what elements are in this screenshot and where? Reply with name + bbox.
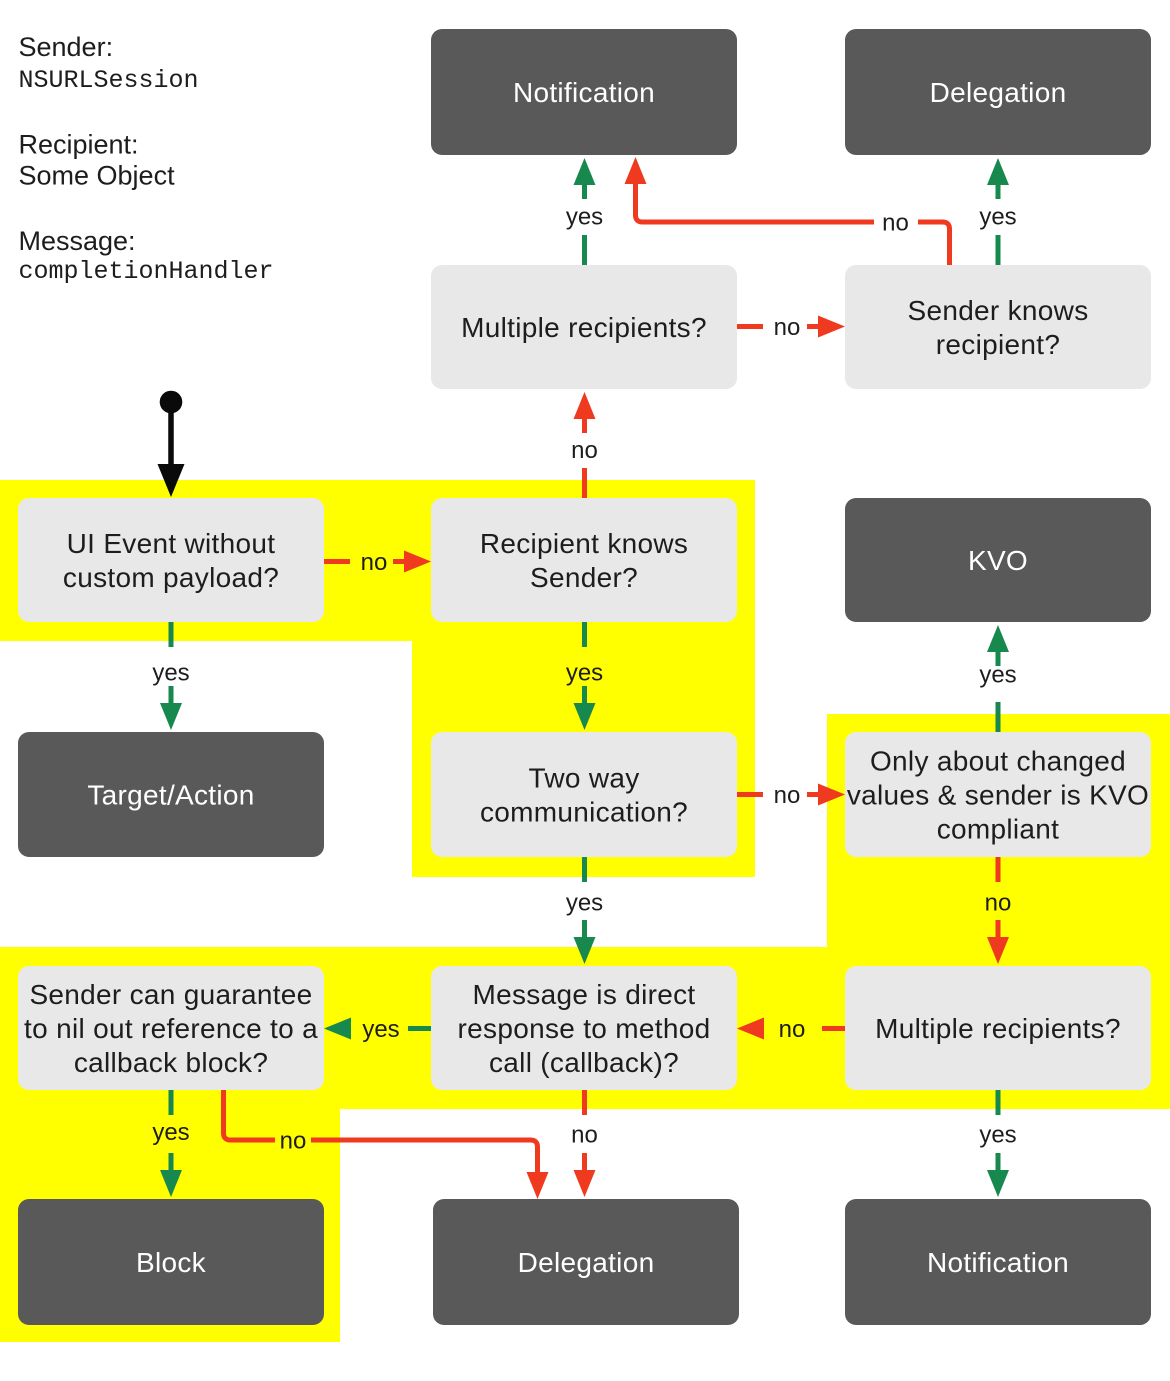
svg-text:completionHandler: completionHandler bbox=[19, 257, 274, 286]
svg-text:yes: yes bbox=[566, 660, 603, 687]
svg-text:Only about changed: Only about changed bbox=[870, 745, 1126, 776]
svg-text:compliant: compliant bbox=[937, 813, 1060, 844]
svg-text:Block: Block bbox=[136, 1247, 207, 1278]
svg-text:yes: yes bbox=[362, 1016, 399, 1043]
svg-text:Multiple recipients?: Multiple recipients? bbox=[875, 1013, 1121, 1044]
svg-text:NSURLSession: NSURLSession bbox=[19, 66, 199, 95]
svg-text:KVO: KVO bbox=[968, 545, 1028, 576]
svg-text:custom payload?: custom payload? bbox=[63, 562, 279, 593]
svg-text:Recipient:: Recipient: bbox=[19, 130, 139, 160]
svg-text:yes: yes bbox=[152, 660, 189, 687]
svg-text:Sender can guarantee: Sender can guarantee bbox=[29, 979, 312, 1010]
svg-text:no: no bbox=[571, 1122, 598, 1149]
svg-text:callback block?: callback block? bbox=[74, 1047, 268, 1078]
svg-text:Some Object: Some Object bbox=[19, 161, 176, 191]
svg-text:no: no bbox=[882, 210, 909, 237]
svg-text:Recipient knows: Recipient knows bbox=[480, 528, 688, 559]
svg-text:Delegation: Delegation bbox=[518, 1247, 655, 1278]
svg-text:yes: yes bbox=[979, 662, 1016, 689]
svg-text:no: no bbox=[985, 890, 1012, 917]
svg-text:no: no bbox=[779, 1016, 806, 1043]
svg-text:no: no bbox=[361, 549, 388, 576]
svg-text:communication?: communication? bbox=[480, 796, 688, 827]
svg-text:Notification: Notification bbox=[927, 1247, 1069, 1278]
svg-text:Sender?: Sender? bbox=[530, 562, 638, 593]
svg-text:no: no bbox=[774, 314, 801, 341]
svg-text:Message:: Message: bbox=[19, 226, 136, 256]
svg-text:UI Event without: UI Event without bbox=[67, 528, 276, 559]
svg-text:Notification: Notification bbox=[513, 77, 655, 108]
svg-text:yes: yes bbox=[979, 204, 1016, 231]
svg-text:Two way: Two way bbox=[528, 762, 639, 793]
svg-text:Sender knows: Sender knows bbox=[907, 295, 1088, 326]
svg-text:yes: yes bbox=[979, 1122, 1016, 1149]
svg-text:to nil out reference to a: to nil out reference to a bbox=[24, 1013, 318, 1044]
svg-text:response to method: response to method bbox=[458, 1013, 711, 1044]
svg-text:yes: yes bbox=[566, 890, 603, 917]
svg-text:recipient?: recipient? bbox=[936, 329, 1060, 360]
svg-text:no: no bbox=[774, 782, 801, 809]
svg-text:values & sender is KVO: values & sender is KVO bbox=[847, 779, 1149, 810]
svg-text:Message is direct: Message is direct bbox=[473, 979, 696, 1010]
svg-text:no: no bbox=[571, 437, 598, 464]
svg-text:yes: yes bbox=[152, 1119, 189, 1146]
svg-text:Multiple recipients?: Multiple recipients? bbox=[461, 312, 707, 343]
svg-text:Delegation: Delegation bbox=[930, 77, 1067, 108]
svg-text:no: no bbox=[280, 1128, 307, 1155]
svg-text:Sender:: Sender: bbox=[19, 32, 114, 62]
svg-text:call (callback)?: call (callback)? bbox=[489, 1047, 679, 1078]
svg-text:yes: yes bbox=[566, 204, 603, 231]
svg-text:Target/Action: Target/Action bbox=[87, 779, 254, 810]
